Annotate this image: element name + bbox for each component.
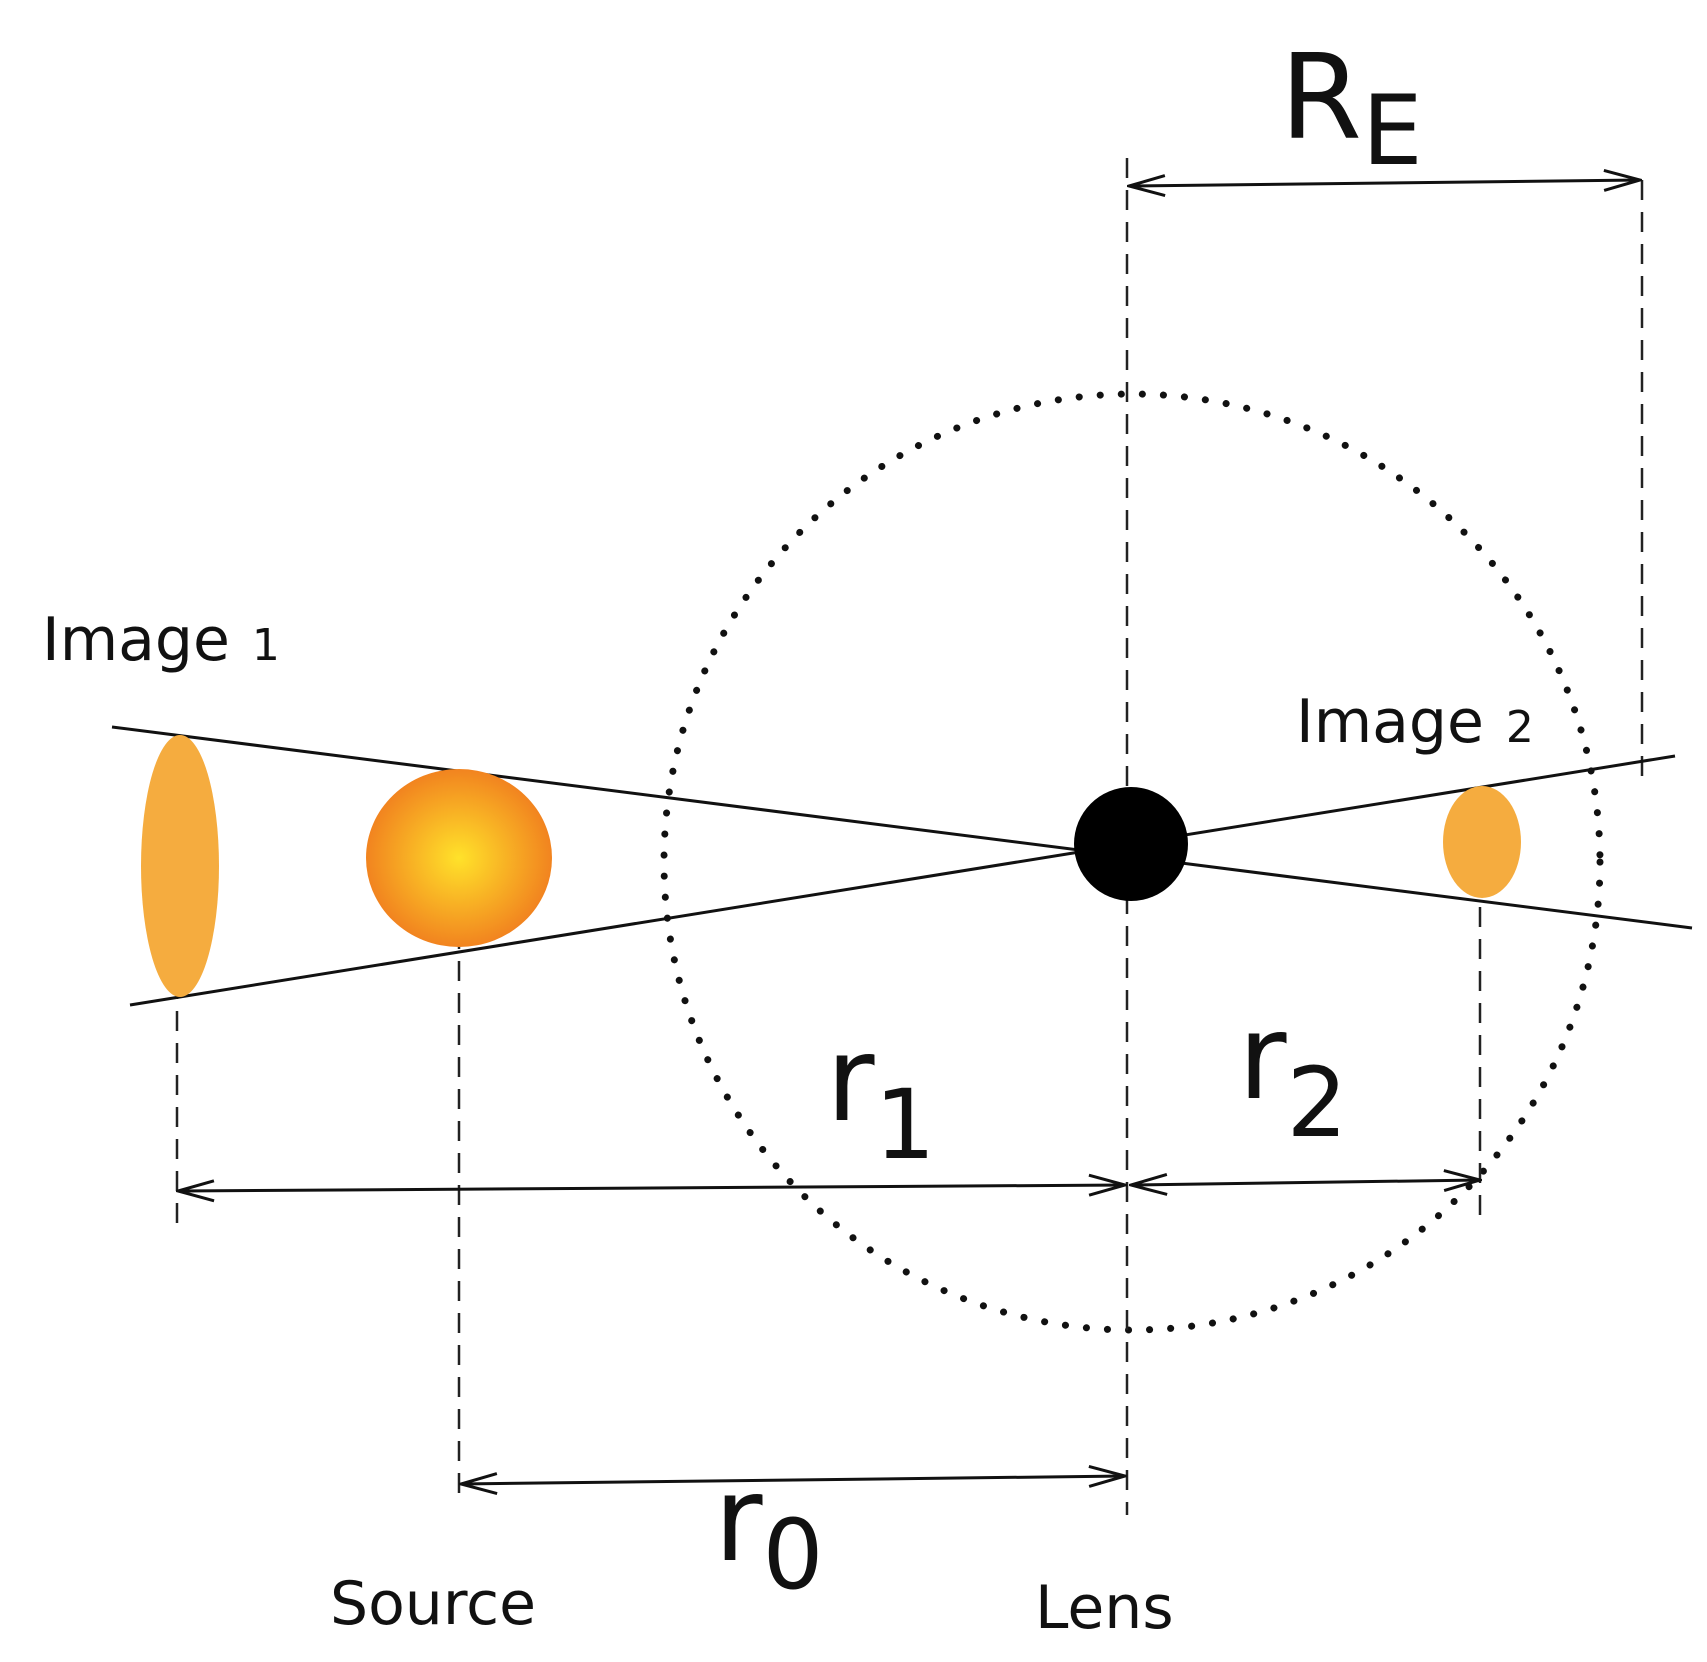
image1-ellipse <box>141 735 219 997</box>
r1-arrow <box>178 1185 1125 1191</box>
r2-arrow <box>1131 1180 1480 1185</box>
r1-label: r1 <box>826 1010 936 1181</box>
r0-arrow <box>461 1476 1125 1484</box>
r0-label: r0 <box>714 1450 824 1611</box>
source-label: Source <box>330 1569 536 1639</box>
source-disk <box>366 769 552 947</box>
lens-label: Lens <box>1035 1573 1174 1643</box>
ray-upper <box>111 725 1693 930</box>
einstein-radius-label: RE <box>1280 28 1423 187</box>
lens-mass <box>1074 787 1188 901</box>
image2-ellipse <box>1443 786 1521 898</box>
einstein-radius-arrow <box>1129 180 1640 186</box>
r2-label: r2 <box>1238 988 1348 1159</box>
einstein-ring <box>660 390 1604 1334</box>
ray-lower <box>129 754 1676 1007</box>
